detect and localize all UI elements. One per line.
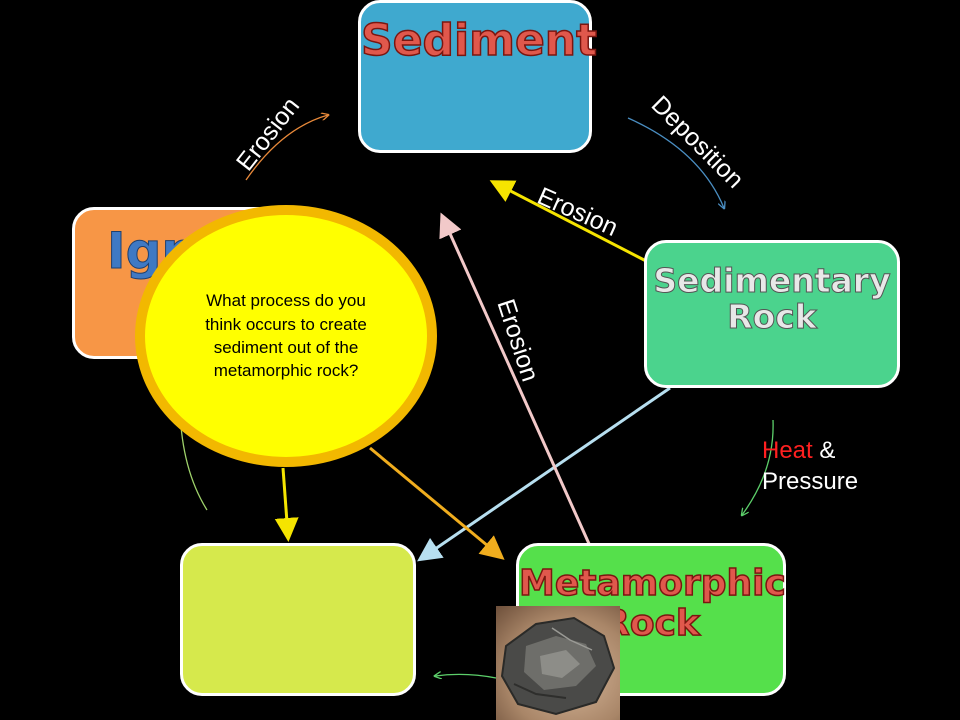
arrow-sedimentary-to-metamorphic [742,419,774,515]
magma-box [180,543,416,696]
sedimentary-title-line2: Rock [727,297,818,337]
sedimentary-title-line1: Sedimentary [653,261,891,300]
question-callout: What process do you think occurs to crea… [135,205,437,467]
arrow-igneous-to-sediment [245,115,328,181]
arrow-metamorphic-to-magma [435,674,497,678]
pressure-word: Pressure [762,467,859,495]
sedimentary-rock-box: Sedimentary Rock [644,240,900,388]
arrow-sedimentary-to-magma [417,386,671,562]
arrow-sedimentary-to-sediment [489,180,649,264]
arrow-callout-to-magma [274,467,299,542]
sediment-box: Sediment [358,0,598,153]
sediment-title: Sediment [360,15,598,66]
sedimentary-rock-title: Sedimentary Rock [647,261,897,337]
heat-ampersand: & [812,437,836,464]
metamorphic-title-line1: Metamorphic [518,563,786,604]
metamorphic-rock-photo-icon [496,606,620,720]
arrow-callout-to-metamorphic [369,446,505,560]
arrow-sediment-to-sedimentary [627,117,724,208]
heat-word: Heat [762,437,813,464]
callout-question-text: What process do you think occurs to crea… [205,291,367,381]
arrow-metamorphic-to-sediment [439,212,592,547]
heat-pressure-label: Heat & Pressure [762,436,858,497]
